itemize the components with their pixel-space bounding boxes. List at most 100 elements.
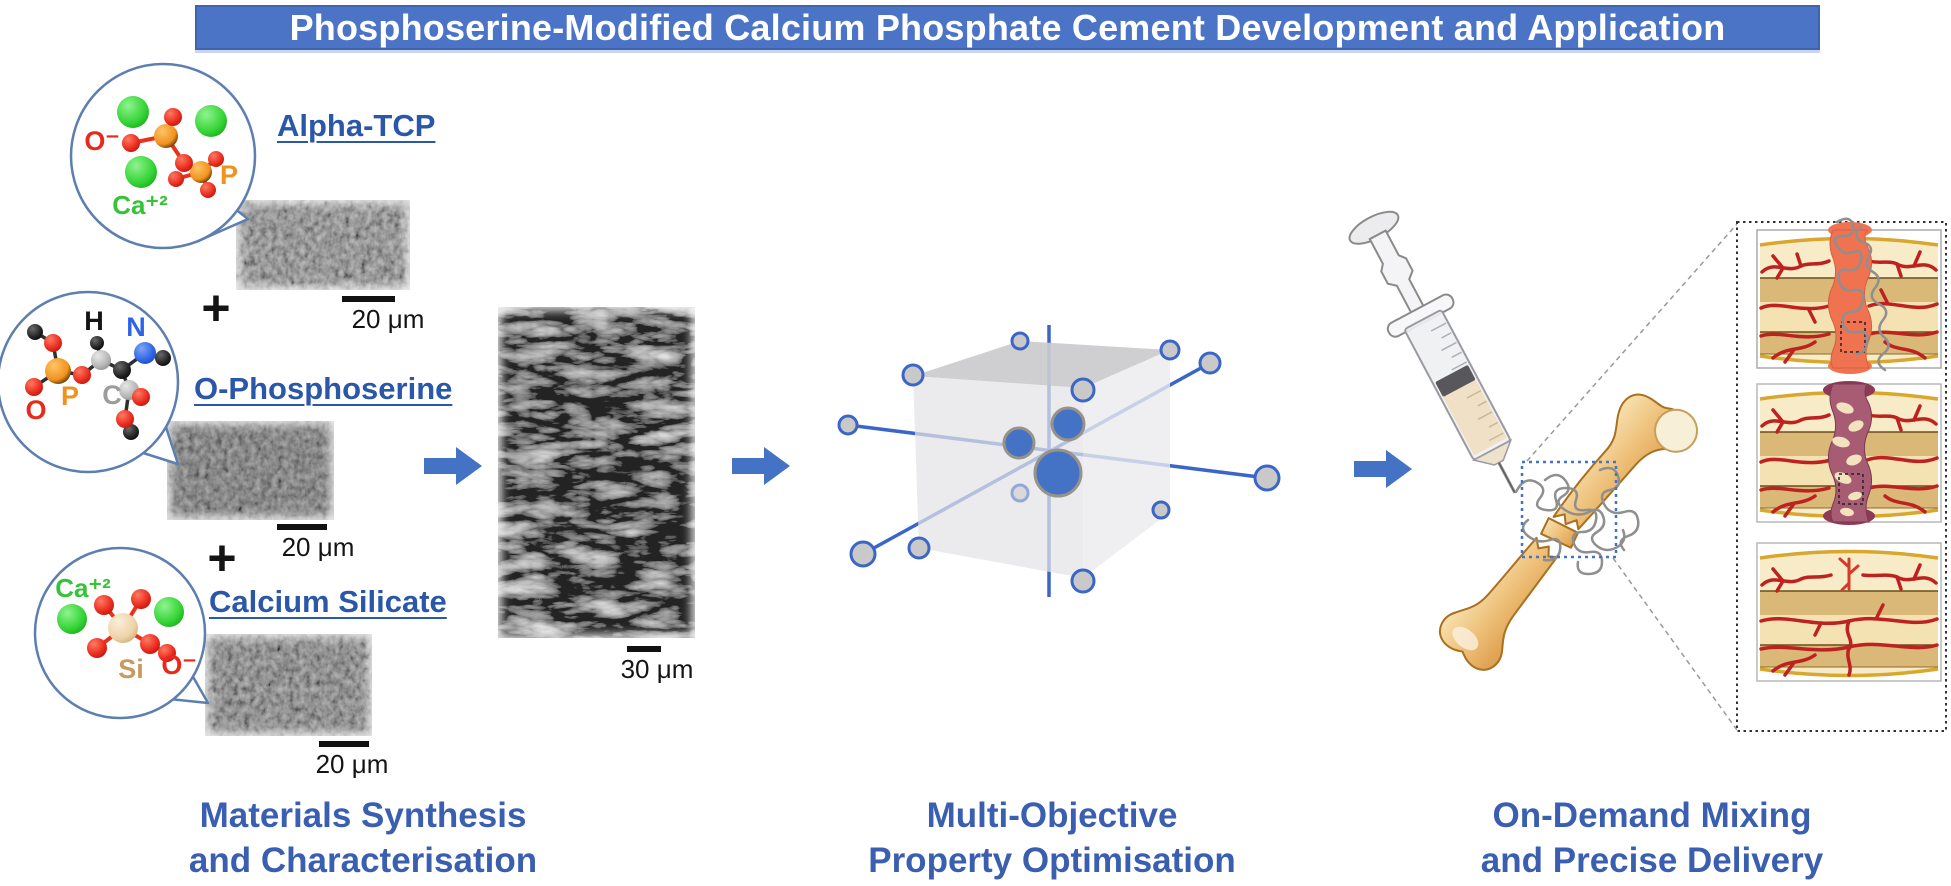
axial-points [837,331,1281,594]
o-atom [158,644,176,662]
arrow-right-icon [424,447,482,485]
condyle-highlight [1452,626,1479,651]
sem-image-cement [491,300,702,645]
h-atom [123,424,139,440]
ca-atom [125,156,157,188]
femur-bone [1439,393,1699,671]
caption-line-1: On-Demand Mixing [1492,796,1812,835]
roi-mini-box [1840,321,1866,353]
p-atom [190,161,212,183]
callus-column [1827,383,1873,523]
graduations [1466,389,1504,442]
molecule-bubble-calcium-silicate: Ca⁺² Si O⁻ [33,546,210,720]
si-atom [108,613,138,643]
caption-property-optimisation: Multi-Objective Property Optimisation [868,793,1236,883]
p-atom [154,124,178,148]
cube-front-face [913,376,1083,578]
o-atom [122,134,140,152]
bone-lower-segment [1439,536,1559,671]
sem-image-phosphoserine [160,414,341,527]
roi-mini-box [1838,473,1864,505]
si-label: Si [118,654,144,684]
o-atom [200,182,216,198]
trabeculae [1832,402,1864,517]
h-label: H [84,306,104,336]
caption-line-2: and Characterisation [188,841,538,880]
sem-image-calcium-silicate [198,627,379,743]
arrow-right-icon [1354,450,1412,488]
ca-atom [195,105,227,137]
c-label: C [102,380,122,410]
plus-sign: + [207,530,237,586]
zoom-connector-line [1526,223,1738,462]
plunger-rod [1368,229,1426,316]
sem-image-alpha-tcp [229,193,417,297]
o-atom [208,151,224,167]
healing-panel-1-cement [1756,217,1942,374]
scale-bar [277,524,327,530]
n-atom [134,342,156,364]
bone-fragment [1540,517,1579,549]
h-atom [90,336,104,350]
molecule-bubble-phosphoserine: H N P O C [0,290,180,474]
material-label-calcium-silicate: Calcium Silicate [209,584,447,619]
scale-bar-label: 20 μm [351,304,425,334]
healing-panel-3-healed [1756,542,1942,682]
o-atom [131,589,151,609]
polymer-scribble [1833,217,1890,372]
cement-fill [1443,379,1507,456]
ca-atom [57,604,87,634]
plunger-seal [1435,365,1476,397]
scale-bar [319,741,369,747]
material-label-phosphoserine: O-Phosphoserine [194,371,453,406]
p-label: P [220,160,238,190]
scale-bar [627,646,661,652]
barrel-tip [1471,438,1513,466]
p-atom [45,358,71,384]
ca-label: Ca⁺² [112,190,168,220]
arrow-right-icon [732,447,790,485]
c-atom [91,350,111,370]
fracture-roi-box [1520,460,1618,559]
o-minus-label: O⁻ [84,126,119,156]
scale-bar-label: 20 μm [315,749,389,779]
blood-vessels [1759,404,1939,518]
o-atom [44,334,62,352]
o-atom [25,378,43,396]
o-atom [116,410,134,428]
caption-materials-synthesis: Materials Synthesis and Characterisation [189,793,537,883]
cube-top-face [913,341,1170,388]
scale-bar-label: 20 μm [281,532,355,562]
ca-atom [154,597,184,627]
n-label: N [126,312,146,342]
blood-vessels [1759,563,1939,677]
ca-atom [117,96,149,128]
c-atom [113,361,131,379]
h-atom [155,350,171,366]
needle-core [1498,462,1516,493]
title-banner: Phosphoserine-Modified Calcium Phosphate… [195,5,1820,50]
caption-line-2: and Precise Delivery [1480,841,1824,880]
o-atom [140,634,160,654]
scale-bar [342,296,395,302]
caption-line-1: Materials Synthesis [199,796,527,835]
healing-panel-2-callus [1756,381,1942,525]
ca-label: Ca⁺² [55,573,111,603]
o-atom [164,108,182,126]
new-vessel [1838,557,1860,592]
o-label: O [25,395,46,425]
cube-right-face [1083,350,1170,578]
center-points [1002,406,1086,498]
blood-vessels [1759,250,1939,364]
plus-sign: + [201,280,231,336]
material-label-alpha-tcp: Alpha-TCP [277,108,436,143]
scale-bar-label: 30 μm [620,654,694,684]
doe-cube [837,325,1281,597]
o-atom [94,595,114,615]
o-minus-label: O⁻ [161,650,196,680]
o-atom [175,154,193,172]
o-atom [132,388,150,406]
zoom-connector-line [1612,557,1738,731]
